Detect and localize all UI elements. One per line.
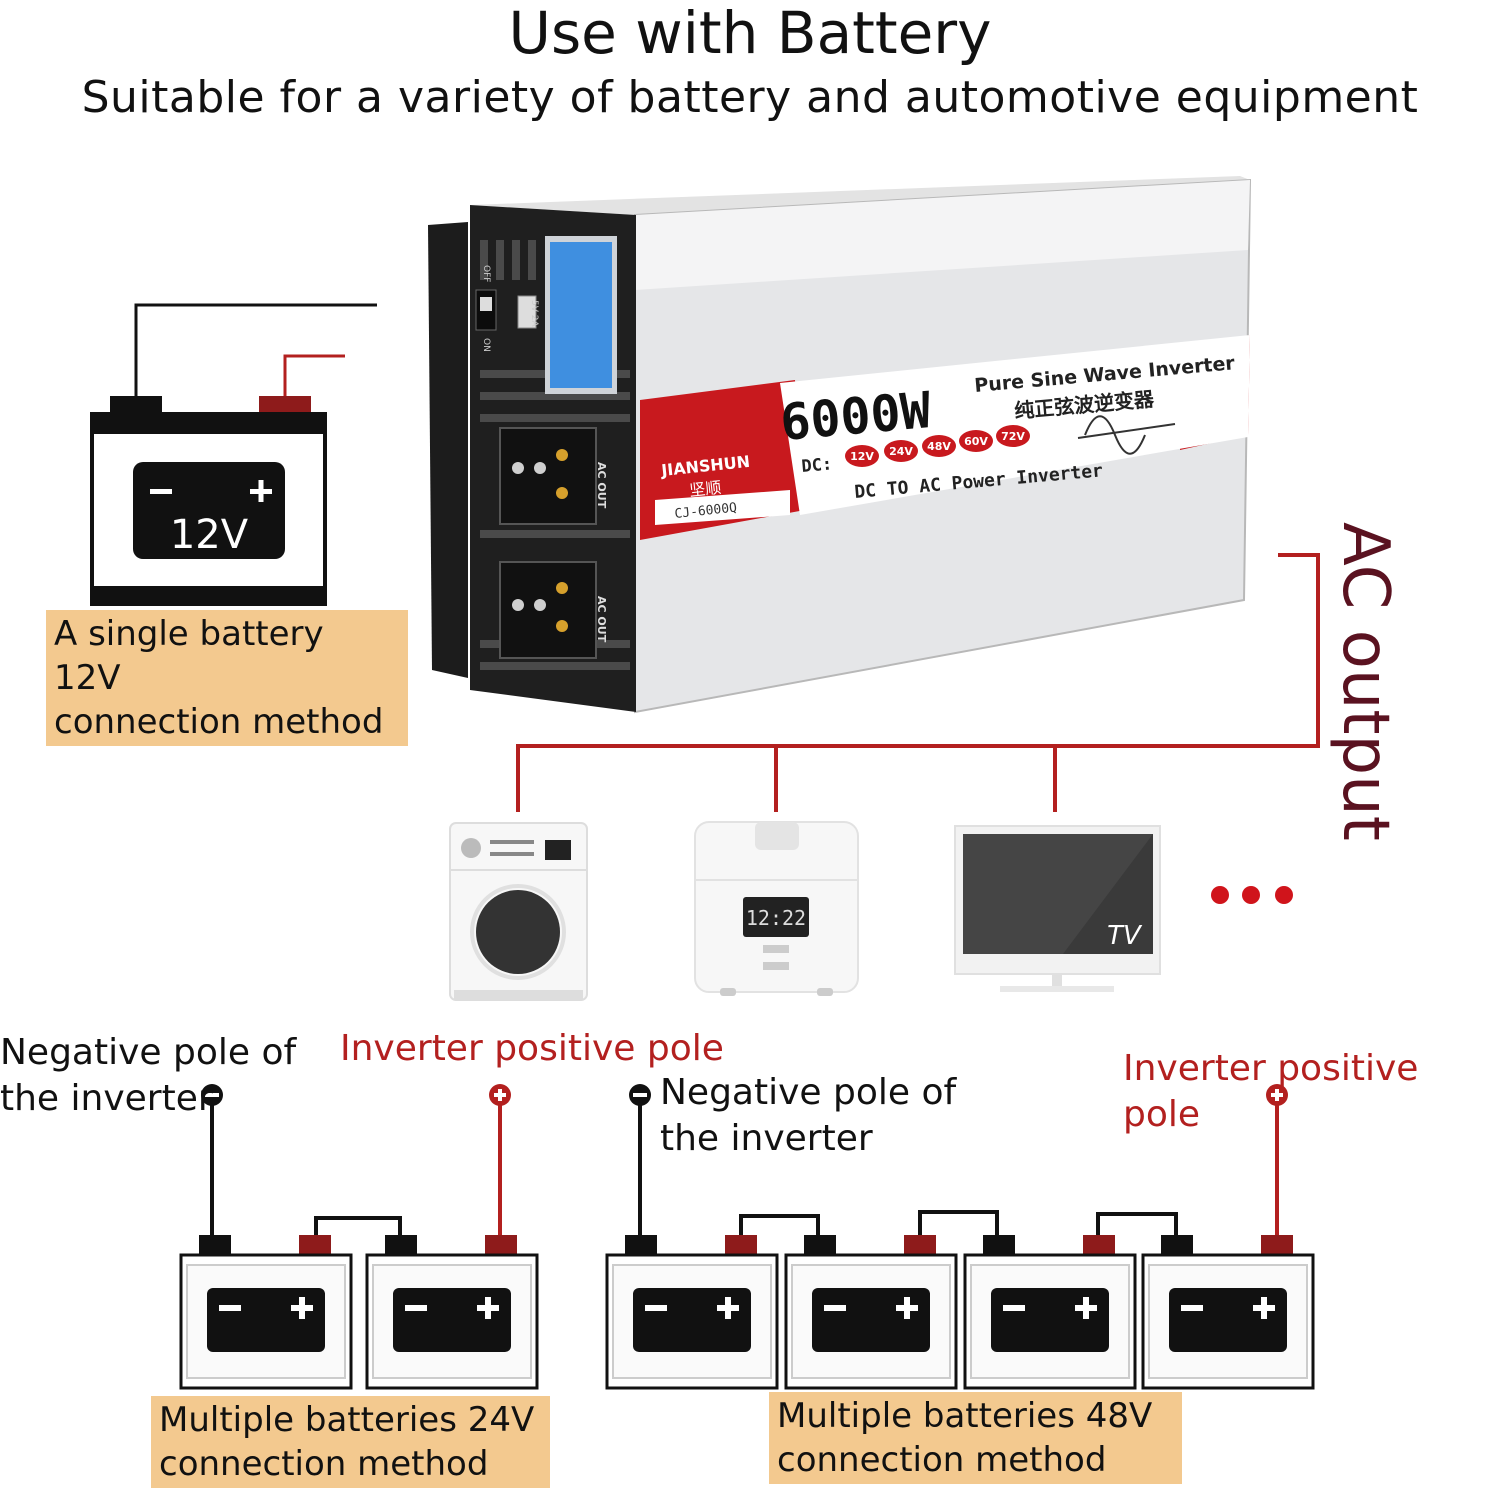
negative-pole-label-48v: Negative pole of the inverter [660,1070,956,1162]
caption-48v-line2: connection method [777,1440,1107,1480]
pole-wires-24v [201,1084,511,1235]
dc-option-72v: 72V [1001,430,1025,443]
rice-cooker: 12:22 [694,821,859,996]
inverter-dc-options: 12V 24V 48V 60V 72V [845,425,1030,467]
more-ellipsis-icon [1211,886,1293,904]
dc-option-60v: 60V [964,435,988,448]
negative-pole-label-24v-line2: the inverter [0,1078,213,1119]
switch-off-label: OFF [481,265,491,282]
inverter-dc-label: DC: [801,454,833,477]
battery-48v-1 [605,1235,779,1390]
ac-output-label: AC output [1328,522,1402,841]
battery-bank-48v [605,1235,1315,1390]
outlet-label-2: AC OUT [595,596,608,643]
battery-voltage-label: 12V [170,512,249,558]
negative-pole-label-24v: Negative pole of the inverter [0,1030,296,1122]
negative-pole-label-48v-line2: the inverter [660,1118,873,1159]
single-battery-caption-line1: A single battery 12V [54,614,324,698]
caption-48v-line1: Multiple batteries 48V [777,1396,1153,1436]
tv-label: TV [1107,921,1143,951]
page-title: Use with Battery [508,0,992,67]
caption-24v-line1: Multiple batteries 24V [159,1400,535,1440]
battery-48v-3 [963,1235,1137,1390]
battery-24v-1 [179,1235,353,1390]
single-battery-wires [134,303,377,396]
tv: TV [954,825,1161,992]
caption-24v-line2: connection method [159,1444,489,1484]
battery-24v-2 [365,1235,539,1390]
pole-wires-48v [629,1084,1288,1235]
switch-on-label: ON [481,338,491,352]
dc-option-24v: 24V [889,445,913,458]
caption-48v: Multiple batteries 48V connection method [769,1392,1182,1484]
positive-pole-label-48v: Inverter positive pole [1123,1048,1419,1135]
dc-option-12v: 12V [850,450,874,463]
caption-24v: Multiple batteries 24V connection method [151,1396,550,1488]
ac-output-wires [516,553,1320,812]
battery-48v-4 [1141,1235,1315,1390]
inverter-model: CJ-6000Q [674,500,738,521]
single-battery-12v: 12V [90,396,327,606]
single-battery-caption-line2: connection method [54,702,384,742]
outlet-label-1: AC OUT [595,462,608,509]
page-subtitle: Suitable for a variety of battery and au… [81,72,1419,123]
battery-48v-2 [784,1235,958,1390]
negative-pole-label-48v-line1: Negative pole of [660,1072,957,1113]
single-battery-caption: A single battery 12V connection method [46,610,408,746]
inverter-brand-cn: 坚顺 [688,478,722,500]
inverter-power: 6000W [778,381,934,452]
cooker-display: 12:22 [746,906,806,930]
usb-label: 5V 2A [529,300,539,327]
battery-bank-24v [179,1235,539,1390]
dc-option-48v: 48V [927,440,951,453]
washing-machine [449,822,588,1001]
positive-pole-label-24v: Inverter positive pole [340,1028,724,1069]
negative-pole-label-24v-line1: Negative pole of [0,1032,297,1073]
